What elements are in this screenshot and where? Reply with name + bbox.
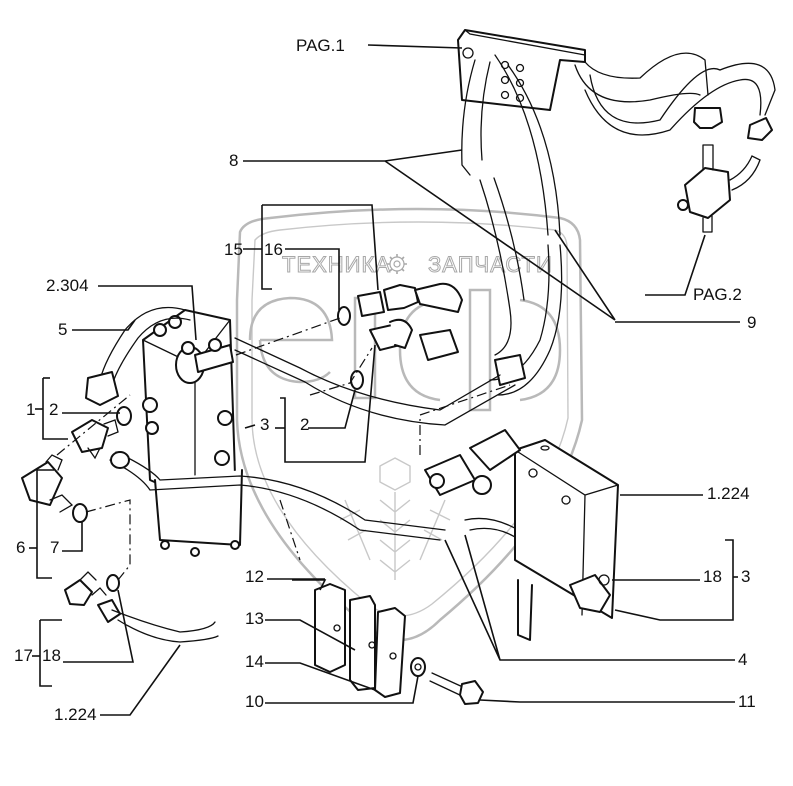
callout-10: 10 [245,692,264,711]
o-ring [350,370,364,390]
callout-13: 13 [245,609,264,628]
callout-1224-right: 1.224 [707,484,750,503]
tee-fitting [684,167,731,219]
callout-2-mid: 2 [300,415,309,434]
callout-11: 11 [738,692,756,711]
pipe-nut [110,451,130,469]
watermark-letter-f [398,288,562,412]
callout-6: 6 [16,538,25,557]
callout-15: 15 [224,240,243,259]
callout-1224-left: 1.224 [54,705,97,724]
center-fittings [337,282,526,390]
hoses-upper-right [574,52,776,233]
hose-nut [97,599,121,623]
callout-16: 16 [264,240,283,259]
leader-lines [29,44,740,716]
hose-nut [747,117,773,141]
callout-5: 5 [58,320,67,339]
o-ring [106,574,120,592]
callout-9: 9 [747,313,756,332]
adapter-fitting [469,429,521,471]
callout-8: 8 [229,151,238,170]
callout-4: 4 [738,650,747,669]
elbow-fitting [71,419,109,453]
washer-10 [410,657,426,677]
callout-3-right: 3 [741,567,750,586]
callout-pag1: PAG.1 [296,36,345,55]
elbow-fitting [64,579,93,606]
clamp-half-12 [314,583,346,673]
clamp-half-13 [349,595,376,691]
watermark-text-right: ЗАПЧАСТИ [428,252,553,277]
o-ring [116,406,132,426]
elbow-fitting [21,461,63,506]
bolt-11 [459,680,484,705]
watermark-letter-e [248,296,334,384]
hose-nut [85,371,119,406]
callout-2304: 2.304 [46,276,89,295]
watermark-wheat-emblem [339,457,451,580]
callout-18-right: 18 [703,567,722,586]
hose-8-9 [461,54,563,396]
callout-7: 7 [50,538,59,557]
watermark: ТЕХНИКА ЗАПЧАСТИ [235,207,584,642]
clamp-plate-14 [374,607,406,698]
callout-pag2: PAG.2 [693,285,742,304]
assembly-centerlines [56,317,511,581]
valve-block [142,309,243,557]
callout-1: 1 [26,400,35,419]
callout-12: 12 [245,567,264,586]
connector-block-pag1 [457,29,586,111]
pipe-nut [569,574,611,613]
callout-18-left: 18 [42,646,61,665]
gear-icon [387,254,407,274]
callout-labels: PAG.1 PAG.2 8 9 15 16 2.304 5 1 2 3 2 6 … [14,36,756,724]
hose-nut [693,107,723,129]
o-ring [337,306,351,326]
lower-left-hose [64,571,219,643]
watermark-text-left: ТЕХНИКА [282,252,391,277]
callout-2-left: 2 [49,400,58,419]
left-fittings [21,406,132,523]
o-ring [72,503,88,523]
callout-3-mid: 3 [260,415,269,434]
callout-17: 17 [14,646,33,665]
clamp-assembly [314,583,484,705]
callout-14: 14 [245,652,264,671]
control-block [424,429,619,641]
